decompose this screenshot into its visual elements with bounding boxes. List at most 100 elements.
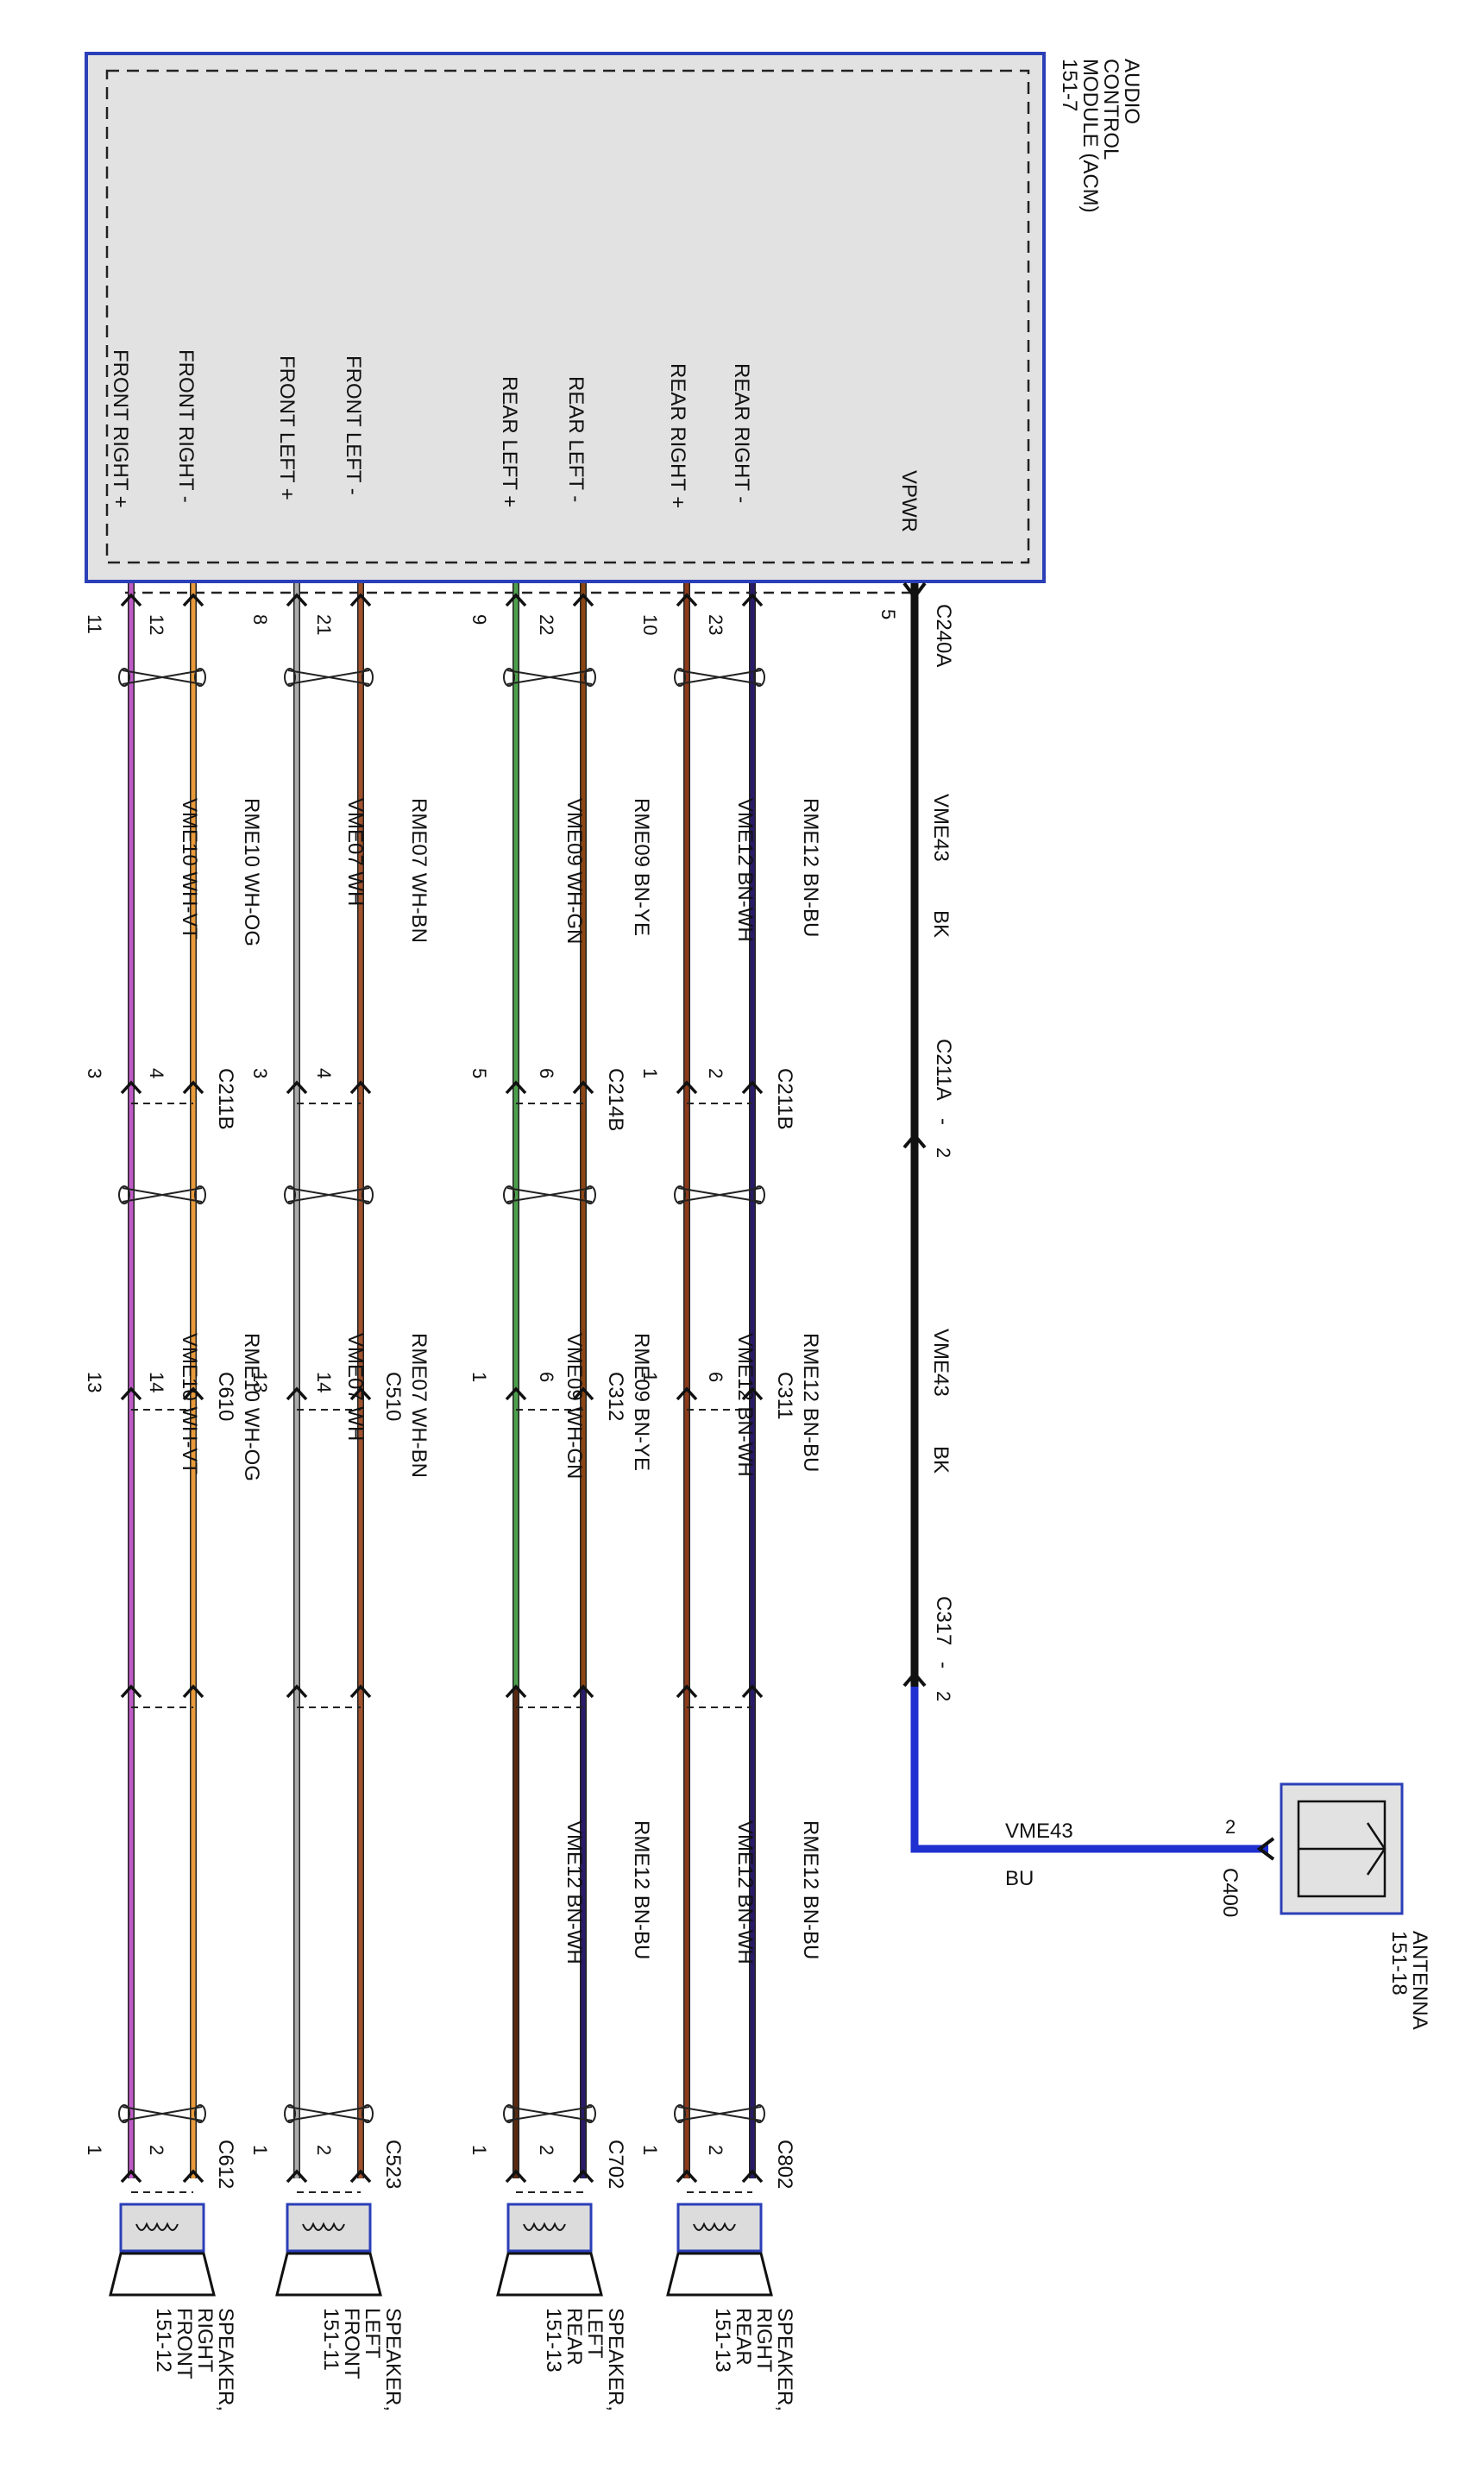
module-box (85, 52, 1046, 583)
speaker-coil-icon-rear-left (523, 2222, 566, 2231)
signal-rear-left-plus: REAR LEFT + (498, 376, 521, 507)
connector-arrow-rear-left-4-1 (572, 2169, 594, 2184)
twist-end-rear-left-0-a (503, 668, 515, 687)
twist-marker-rear-left-0 (506, 669, 593, 685)
twist-marker-front-right-1 (122, 1187, 203, 1203)
speaker-label-rear-left-1: LEFT (583, 2308, 607, 2359)
antenna-connector-c400: C400 (1218, 1868, 1242, 1917)
signal-rear-left-minus: REAR LEFT - (564, 376, 588, 502)
inline2-pin-front-right-a: 13 (84, 1372, 105, 1392)
speaker-pin-rear-left-a: 1 (468, 2145, 490, 2155)
inline-c211a-pin: 2 (933, 1147, 954, 1158)
inline1-name-front-right: C211B (214, 1068, 237, 1130)
circuit-label-rear-right-b2: RME12 BN-BU (799, 1333, 822, 1472)
speaker-connector-rear-right: C802 (773, 2140, 796, 2189)
power-color-label-a: BK (929, 910, 953, 938)
inline2-pin-front-right-b: 14 (146, 1372, 167, 1392)
connector-arrow-front-left-2-0 (286, 1386, 308, 1401)
twist-marker-front-left-0 (287, 669, 370, 685)
antenna-pin: 2 (1225, 1816, 1236, 1838)
twist-marker-rear-right-1 (677, 1187, 762, 1203)
twist-end-rear-right-2-b (753, 2104, 765, 2123)
pin-acm-rear-right-a: 10 (639, 614, 661, 635)
power-circuit: 5 C240A VME43 BK C211A - 2 VME43 BK C317… (877, 581, 1275, 1917)
connector-arrow-rear-left-2-1 (572, 1386, 594, 1401)
inline2-pin-rear-left-a: 1 (468, 1372, 490, 1382)
twist-end-front-right-2-a (118, 2104, 130, 2123)
connector-arrow-front-left-4-1 (349, 2169, 372, 2184)
connector-arrow-front-left-0-0 (286, 593, 308, 607)
connector-arrow-front-right-0-0 (120, 593, 142, 607)
inline2-pin-rear-left-b: 6 (536, 1372, 557, 1382)
connector-arrow-rear-left-3-1 (572, 1684, 594, 1699)
connector-arrow-front-left-4-0 (286, 2169, 308, 2184)
inline2-name-front-right: C610 (214, 1372, 237, 1421)
speaker-pin-front-right-a: 1 (84, 2145, 105, 2155)
connector-arrow-front-right-3-1 (182, 1684, 204, 1699)
twist-end-rear-left-0-b (584, 668, 596, 687)
connector-arrow-rear-right-0-0 (676, 593, 698, 607)
speaker-label-front-right-2: FRONT (173, 2308, 196, 2379)
speaker-pin-rear-left-b: 2 (536, 2145, 557, 2155)
twist-marker-rear-right-2 (677, 2106, 762, 2121)
inline-c317-pin: 2 (933, 1691, 954, 1701)
inline1-pin-rear-right-b: 2 (705, 1068, 726, 1078)
vpwr-pin-arrow (902, 581, 927, 600)
speaker-group-front-right (109, 583, 216, 2297)
pin-acm-front-right-b: 12 (146, 614, 167, 635)
twist-marker-front-left-2 (287, 2106, 370, 2121)
inline1-name-rear-left: C214B (604, 1068, 627, 1131)
module-name-line3: MODULE (ACM) (1078, 59, 1102, 213)
antenna-module: ANTENNA 151-18 (1280, 1782, 1431, 2030)
speaker-label-rear-right-3: 151-13 (711, 2308, 734, 2373)
connector-arrow-rear-right-3-1 (741, 1684, 764, 1699)
inline2-pin-front-left-b: 14 (313, 1372, 335, 1392)
connector-arrow-rear-right-0-1 (741, 593, 764, 607)
twist-end-rear-right-0-b (753, 668, 765, 687)
speaker-terminal-rear-left (506, 2203, 593, 2253)
circuit-label-front-right-a1: VME10 WH-VT (178, 798, 201, 940)
connector-arrow-front-left-0-1 (349, 593, 372, 607)
twist-end-front-left-0-a (284, 668, 296, 687)
connector-arrow-rear-left-3-0 (505, 1684, 527, 1699)
speaker-pin-front-left-b: 2 (313, 2145, 335, 2155)
pin-acm-front-left-a: 8 (249, 614, 271, 625)
speaker-label-rear-right-0: SPEAKER, (773, 2308, 796, 2411)
antenna-icon (1366, 1822, 1387, 1876)
connector-arrow-rear-right-2-0 (676, 1386, 698, 1401)
inline2-pin-rear-right-b: 6 (705, 1372, 726, 1382)
twist-end-front-left-1-b (362, 1185, 374, 1204)
circuit-label-front-left-a2: RME07 WH-BN (407, 798, 431, 943)
connector-arrow-front-left-3-1 (349, 1684, 372, 1699)
inline1-pin-front-left-a: 3 (249, 1068, 271, 1078)
inline2-name-rear-left: C312 (604, 1372, 627, 1421)
inline2-name-front-left: C510 (381, 1372, 405, 1421)
antenna-wire (910, 1687, 1268, 1853)
circuit-label-rear-right-b1: VME12 BN-WH (733, 1333, 757, 1477)
signal-rear-right-minus: REAR RIGHT - (730, 363, 753, 503)
power-pin: 5 (877, 609, 899, 619)
twist-end-rear-left-1-a (503, 1185, 515, 1204)
speaker-group-rear-left (496, 583, 603, 2297)
speaker-cone-icon-rear-left (496, 2252, 603, 2297)
circuit-label-rear-left-b2: RME09 BN-YE (630, 1333, 653, 1471)
inline-c211a-name: C211A (932, 1039, 955, 1101)
circuit-label-rear-right-a1: VME12 BN-WH (733, 798, 757, 942)
antenna-label-line1: ANTENNA (1408, 1931, 1431, 2030)
twist-end-front-right-1-a (118, 1185, 130, 1204)
signal-front-left-minus: FRONT LEFT - (342, 355, 365, 495)
module-name-line1: AUDIO (1120, 59, 1143, 124)
speaker-label-front-left-3: 151-11 (319, 2308, 343, 2371)
power-circuit-label-b: VME43 (929, 1329, 953, 1397)
connector-arrow-rear-right-2-1 (741, 1386, 764, 1401)
connector-arrow-front-right-2-0 (120, 1386, 142, 1401)
connector-arrow-front-left-1-0 (286, 1080, 308, 1095)
twist-end-rear-left-1-b (584, 1185, 596, 1204)
circuit-label-front-right-a2: RME10 WH-OG (240, 798, 263, 946)
inline1-pin-front-left-b: 4 (313, 1068, 335, 1078)
twist-end-rear-right-1-b (753, 1185, 765, 1204)
pin-acm-front-right-a: 11 (84, 614, 105, 634)
inline1-pin-rear-left-a: 5 (468, 1068, 490, 1078)
connector-arrow-rear-left-0-1 (572, 593, 594, 607)
speaker-label-rear-right-1: RIGHT (752, 2308, 776, 2373)
